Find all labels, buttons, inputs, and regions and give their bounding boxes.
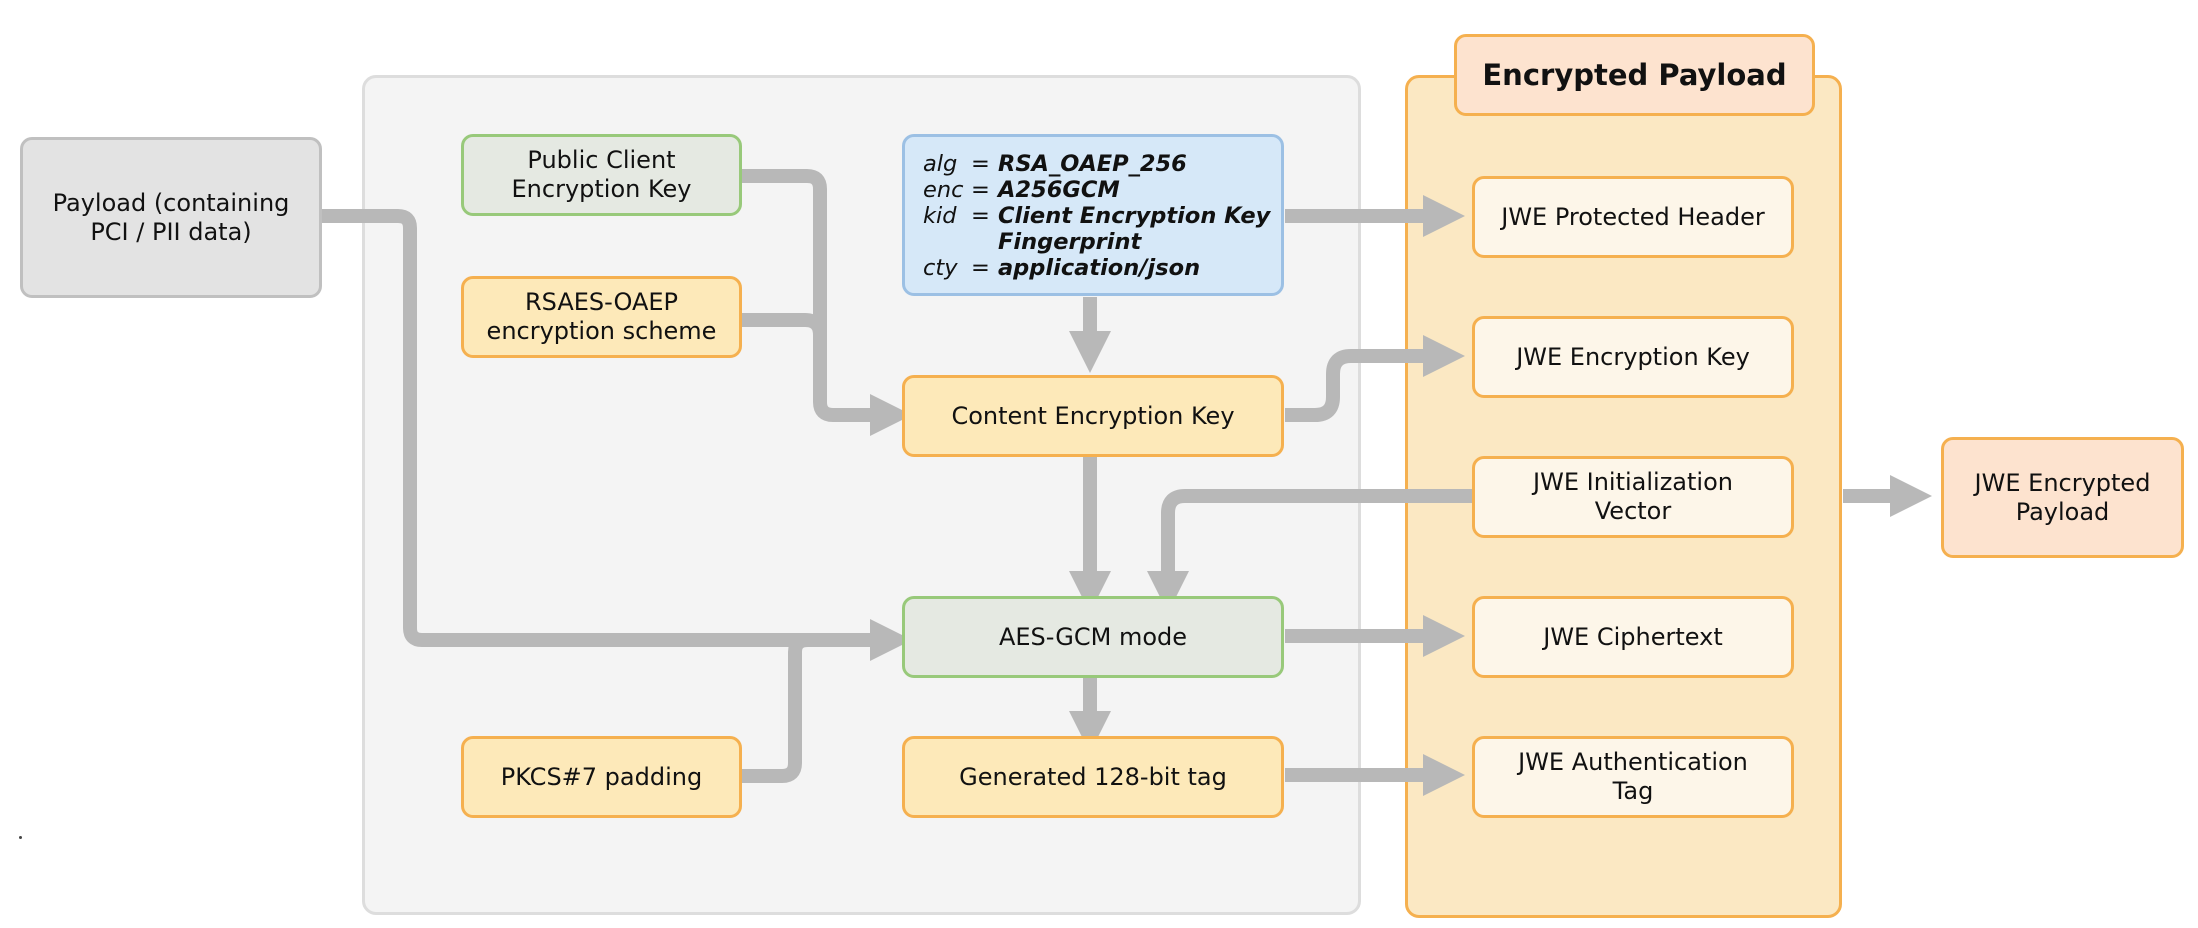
generated-tag-node: Generated 128-bit tag <box>902 736 1284 818</box>
header-row-alg: alg = RSA_OAEP_256 <box>923 151 1187 177</box>
arrow-payload-to-aesgcm <box>322 209 912 661</box>
public-client-encryption-key-node: Public Client Encryption Key <box>461 134 742 216</box>
arrow-pkcs7-to-aesgcm <box>742 633 830 783</box>
jwe-header-parameters-node: alg = RSA_OAEP_256 enc = A256GCM kid = C… <box>902 134 1284 296</box>
header-row-enc: enc = A256GCM <box>923 177 1120 203</box>
jwe-protected-header-node: JWE Protected Header <box>1472 176 1794 258</box>
header-row-kid-continued: Fingerprint <box>998 229 1142 255</box>
jwe-encryption-key-node: JWE Encryption Key <box>1472 316 1794 398</box>
jwe-authentication-tag-node: JWE Authentication Tag <box>1472 736 1794 818</box>
jwe-encrypted-payload-node: JWE Encrypted Payload <box>1941 437 2184 558</box>
arrow-iv-to-aesgcm <box>1147 489 1472 613</box>
rsaes-oaep-node: RSAES-OAEP encryption scheme <box>461 276 742 358</box>
arrow-rsaes-to-cek <box>742 313 827 342</box>
pkcs7-padding-node: PKCS#7 padding <box>461 736 742 818</box>
header-row-cty: cty = application/json <box>923 255 1201 281</box>
arrow-cek-to-encryption-key <box>1285 335 1465 422</box>
header-row-kid: kid = Client Encryption Key <box>923 203 1271 229</box>
content-encryption-key-node: Content Encryption Key <box>902 375 1284 457</box>
aes-gcm-mode-node: AES-GCM mode <box>902 596 1284 678</box>
payload-node: Payload (containing PCI / PII data) <box>20 137 322 298</box>
stray-dot <box>19 836 22 839</box>
encrypted-payload-title: Encrypted Payload <box>1454 34 1815 116</box>
jwe-initialization-vector-node: JWE Initialization Vector <box>1472 456 1794 538</box>
arrow-publickey-to-cek <box>742 169 912 436</box>
jwe-ciphertext-node: JWE Ciphertext <box>1472 596 1794 678</box>
